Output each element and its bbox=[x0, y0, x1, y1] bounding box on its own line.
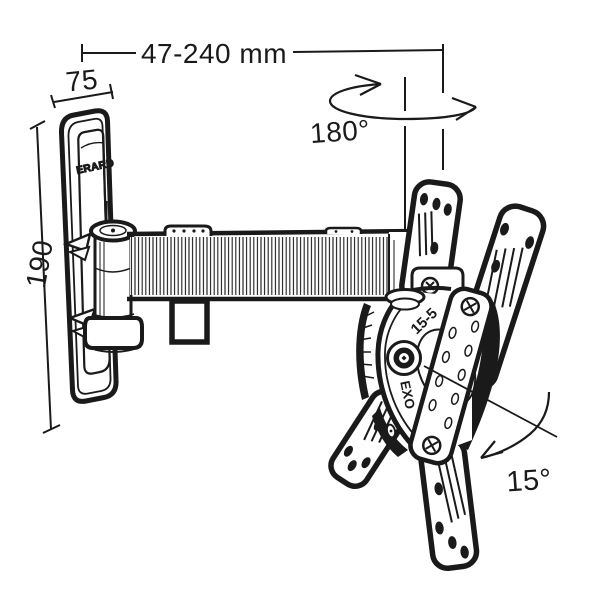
edge-hatching bbox=[358, 311, 375, 379]
tilt-hub bbox=[386, 340, 422, 376]
height-dimension-label: 190 bbox=[20, 237, 59, 290]
extension-dimension bbox=[81, 44, 444, 170]
tilt-indicator bbox=[423, 365, 558, 460]
shadow-band-right bbox=[452, 302, 500, 450]
width-dimension-label: 75 bbox=[64, 63, 99, 97]
vesa-plate bbox=[408, 286, 494, 466]
tilt-reference-line bbox=[423, 365, 558, 438]
height-dimension bbox=[29, 120, 61, 434]
hinge-clamp bbox=[83, 316, 144, 350]
shadow-band-left bbox=[356, 303, 371, 400]
rotation-arrow-icon bbox=[328, 73, 477, 121]
extension-dimension-label: 47-240 mm bbox=[141, 38, 287, 69]
tilt-angle-label: 15° bbox=[505, 463, 552, 498]
series-badge-text: EXO bbox=[397, 379, 418, 410]
hook-fin-top bbox=[62, 231, 92, 253]
plate-holes bbox=[428, 320, 480, 430]
swivel-angle-label: 180° bbox=[309, 114, 371, 149]
drop-bracket bbox=[169, 298, 210, 345]
latch-tab bbox=[163, 224, 213, 236]
hinge-joint bbox=[83, 201, 144, 353]
width-dimension bbox=[50, 83, 114, 109]
telescopic-arm bbox=[126, 224, 423, 345]
